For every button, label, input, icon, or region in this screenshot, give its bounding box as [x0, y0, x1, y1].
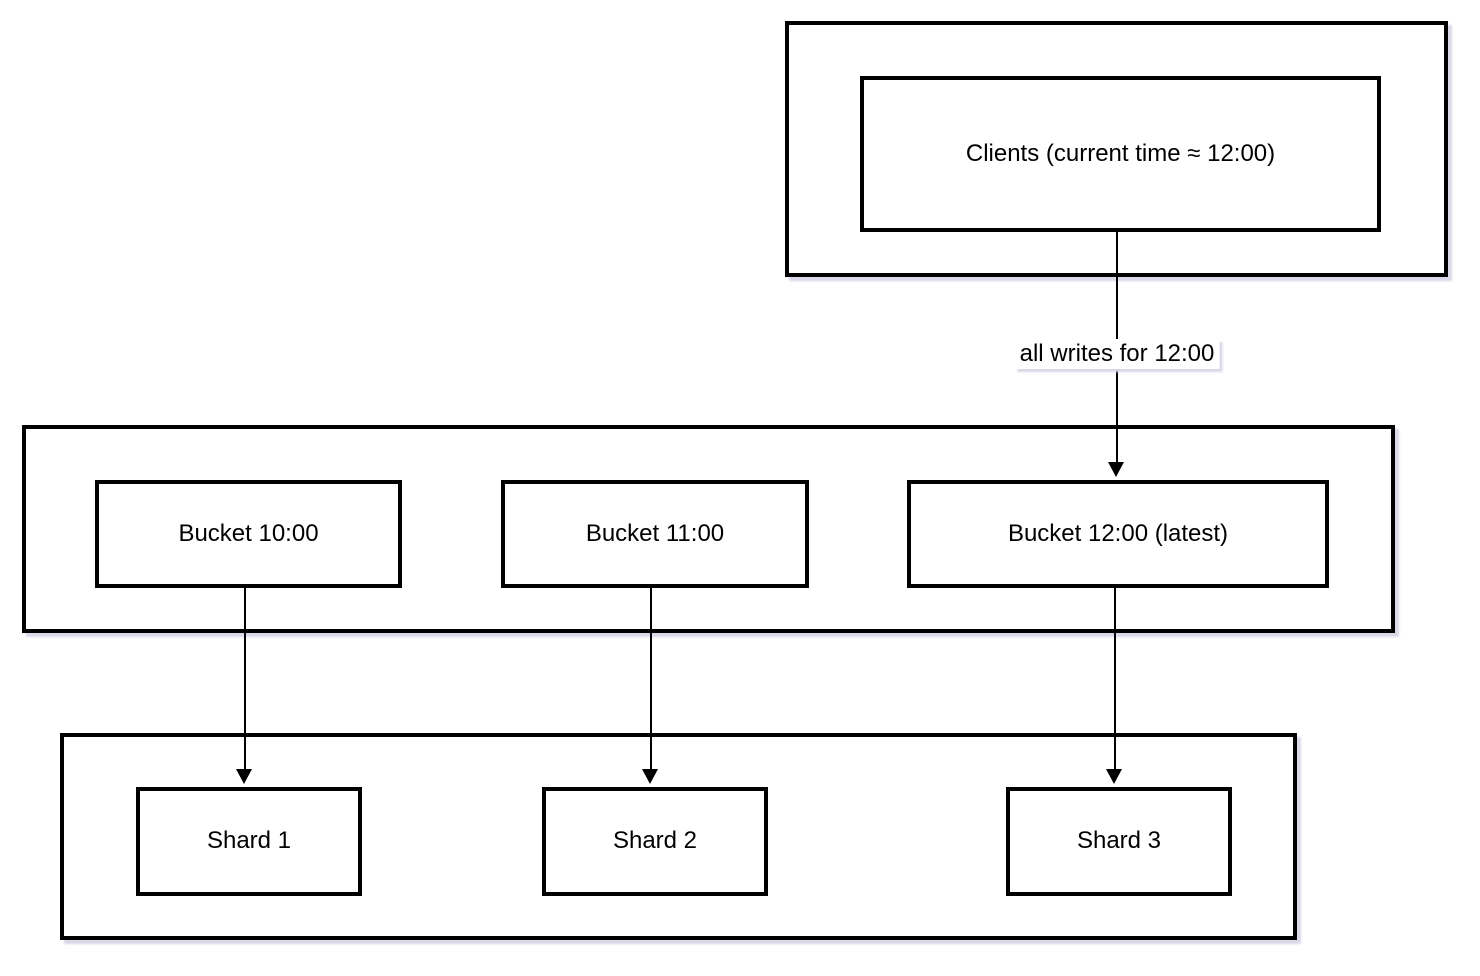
arrow-bucket1000-to-shard1-head-icon — [236, 769, 252, 784]
bucket-1200-latest-box: Bucket 12:00 (latest) — [907, 480, 1329, 588]
bucket-1000-label: Bucket 10:00 — [178, 519, 319, 547]
buckets-group-container: Bucket 10:00 Bucket 11:00 Bucket 12:00 (… — [22, 425, 1395, 633]
arrow-bucket1100-to-shard2-head-icon — [642, 769, 658, 784]
arrow-bucket1000-to-shard1-line — [244, 584, 246, 769]
shard-1-box: Shard 1 — [136, 787, 362, 896]
shard-2-box: Shard 2 — [542, 787, 768, 896]
bucket-1100-label: Bucket 11:00 — [585, 519, 725, 547]
shard-1-label: Shard 1 — [206, 827, 292, 855]
shard-3-box: Shard 3 — [1006, 787, 1232, 896]
clients-box-label: Clients (current time ≈ 12:00) — [965, 139, 1276, 167]
arrow-bucket1100-to-shard2-line — [650, 584, 652, 769]
shard-3-label: Shard 3 — [1076, 827, 1162, 855]
writes-edge-label: all writes for 12:00 — [1014, 339, 1220, 369]
arrow-bucket1200-to-shard3-head-icon — [1106, 769, 1122, 784]
bucket-1100-box: Bucket 11:00 — [501, 480, 809, 588]
clients-group-container: Clients (current time ≈ 12:00) — [785, 21, 1448, 277]
arrow-bucket1200-to-shard3-line — [1114, 584, 1116, 769]
bucket-1200-latest-label: Bucket 12:00 (latest) — [1007, 519, 1229, 547]
clients-box: Clients (current time ≈ 12:00) — [860, 76, 1381, 232]
shard-2-label: Shard 2 — [612, 827, 698, 855]
arrow-clients-to-bucket1200-head-icon — [1108, 462, 1124, 477]
bucket-1000-box: Bucket 10:00 — [95, 480, 402, 588]
shards-group-container: Shard 1 Shard 2 Shard 3 — [60, 733, 1297, 940]
